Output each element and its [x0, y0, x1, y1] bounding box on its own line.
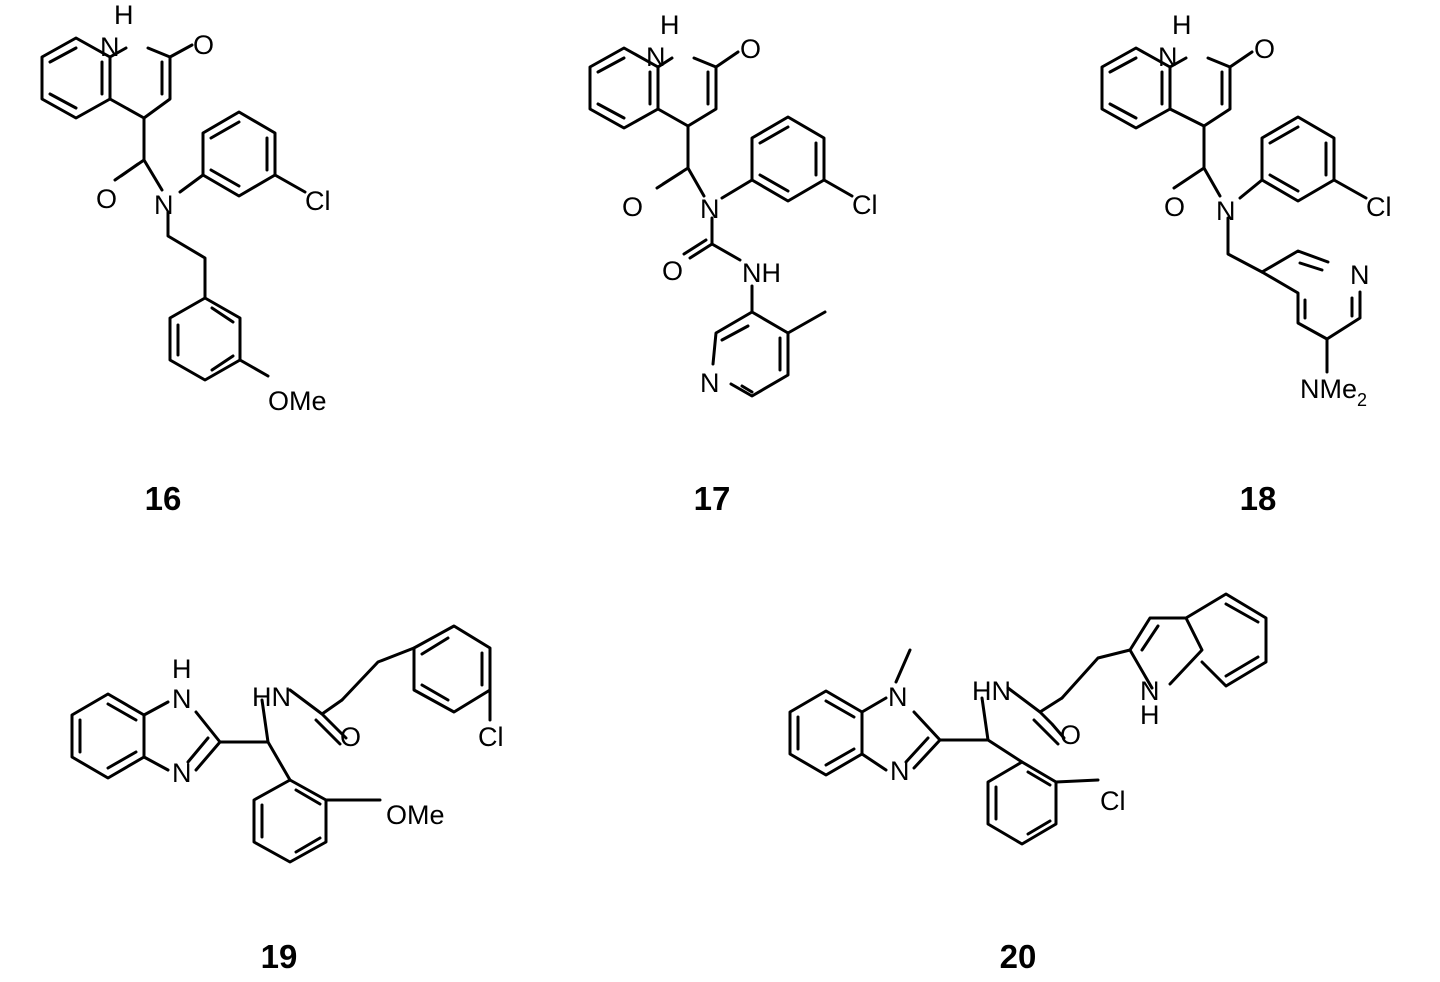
compound-17-ring-nitrogen: N	[646, 42, 666, 72]
compound-19-imidazole-nitrogen: N	[172, 758, 192, 788]
compound-17-urea-oxygen: O	[662, 256, 683, 286]
compound-20-indole-nitrogen: N	[1140, 676, 1160, 706]
compound-19-amide-oxygen: O	[340, 722, 361, 752]
compound-18-pyridine-nitrogen: N	[1350, 260, 1370, 290]
compound-20-label: 20	[1000, 938, 1037, 975]
compound-19-amide-hn: HN	[252, 682, 291, 712]
compound-19-label: 19	[261, 938, 298, 975]
compound-19-structure: H N N HN O Cl OMe 19	[70, 624, 504, 975]
compound-20-structure: N N HN O N H Cl 20	[788, 592, 1268, 975]
compound-18-label: 18	[1240, 480, 1277, 517]
compound-16-ring-nitrogen: N	[100, 32, 120, 62]
compound-16-methoxy: OMe	[268, 386, 327, 416]
compound-18-nh-hydrogen: H	[1172, 10, 1192, 40]
compound-19-chlorine: Cl	[478, 722, 504, 752]
compound-20-bonds	[788, 592, 1268, 846]
compound-19-bonds	[70, 624, 492, 864]
compound-20-imidazole-nitrogen: N	[890, 756, 910, 786]
compound-17-urea-nh: NH	[742, 258, 781, 288]
compound-16-chlorine: Cl	[305, 186, 331, 216]
compound-18-dimethylamino: NMe2	[1300, 374, 1367, 410]
compound-19-methoxy: OMe	[386, 800, 445, 830]
compound-16-label: 16	[145, 480, 182, 517]
compound-19-nh-hydrogen: H	[172, 654, 192, 684]
compound-17-lactam-oxygen: O	[740, 34, 761, 64]
compound-19-imidazole-nh-nitrogen: N	[172, 684, 192, 714]
compound-17-pyridine-nitrogen: N	[700, 368, 720, 398]
compound-16-structure: H N O O N Cl OMe 16	[40, 0, 331, 517]
compound-18-chlorine: Cl	[1366, 192, 1392, 222]
compound-17-imide-nitrogen: N	[700, 194, 720, 224]
compound-17-structure: H N O O N Cl O NH N 17	[588, 10, 878, 517]
compound-18-bonds	[1100, 46, 1368, 374]
compound-17-nh-hydrogen: H	[660, 10, 680, 40]
compound-16-bonds	[40, 36, 307, 382]
compound-16-nh-hydrogen: H	[114, 0, 134, 30]
compound-16-lactam-oxygen: O	[193, 30, 214, 60]
compound-20-amide-oxygen: O	[1060, 720, 1081, 750]
compound-16-amide-oxygen: O	[96, 184, 117, 214]
compound-20-amide-hn: HN	[972, 676, 1011, 706]
compound-18-structure: H N O O N Cl N NMe2 18	[1100, 10, 1392, 517]
compound-18-lactam-oxygen: O	[1254, 34, 1275, 64]
compound-17-amide-oxygen: O	[622, 192, 643, 222]
compound-18-amide-oxygen: O	[1164, 192, 1185, 222]
compound-20-n-methyl-nitrogen: N	[888, 682, 908, 712]
compound-17-label: 17	[694, 480, 731, 517]
compound-20-indole-hydrogen: H	[1140, 700, 1160, 730]
compound-20-chlorine: Cl	[1100, 786, 1126, 816]
compound-17-bonds	[588, 46, 854, 398]
compound-16-amide-nitrogen: N	[154, 190, 174, 220]
compound-18-amide-nitrogen: N	[1216, 196, 1236, 226]
compound-17-chlorine: Cl	[852, 190, 878, 220]
compound-18-ring-nitrogen: N	[1158, 42, 1178, 72]
